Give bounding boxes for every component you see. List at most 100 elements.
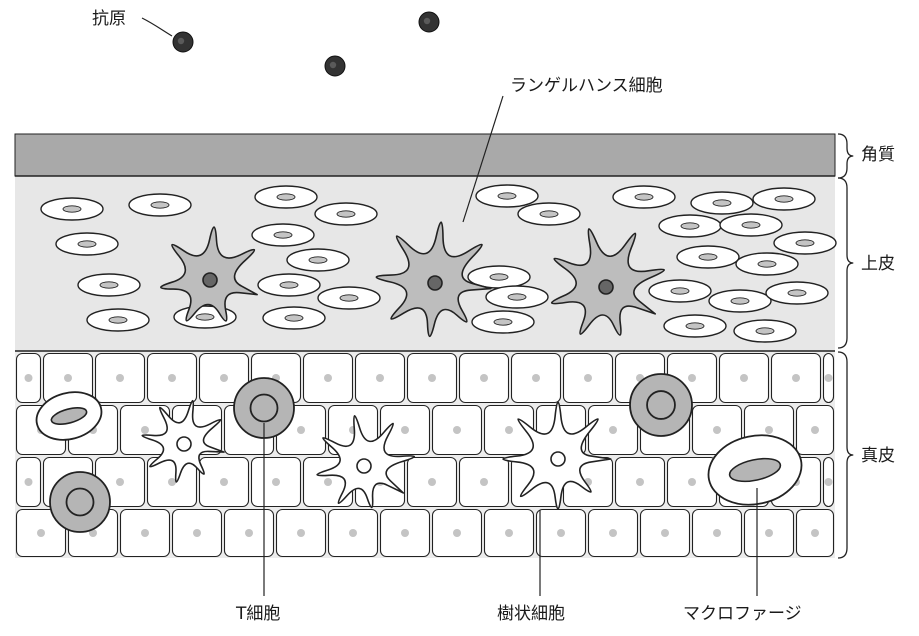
cell-nucleus	[824, 374, 833, 382]
macrophage-label: マクロファージ	[683, 604, 802, 624]
cell-nucleus	[532, 374, 540, 382]
t-cell-nucleus	[65, 487, 95, 517]
corneum-brace	[837, 133, 854, 179]
cell-nucleus	[202, 272, 218, 288]
cell-nucleus	[811, 426, 819, 434]
cell-nucleus	[713, 529, 721, 537]
cell-nucleus	[792, 374, 800, 382]
cell-nucleus	[507, 293, 527, 301]
cell-nucleus	[150, 201, 170, 209]
t-cell-nucleus	[646, 390, 676, 420]
cell-nucleus	[297, 529, 305, 537]
cell-nucleus	[505, 529, 513, 537]
cell-nucleus	[685, 322, 705, 330]
cell-nucleus	[276, 193, 296, 201]
cell-nucleus	[273, 231, 293, 239]
cell-nucleus	[339, 294, 359, 302]
macrophage-nucleus	[50, 407, 88, 425]
cell-nucleus	[713, 426, 721, 434]
cell-nucleus	[195, 313, 215, 321]
cell-nucleus	[401, 426, 409, 434]
antigen-particles	[172, 11, 440, 77]
cell-nucleus	[824, 478, 833, 486]
cell-nucleus	[480, 374, 488, 382]
layer-braces	[837, 133, 854, 559]
cell-nucleus	[480, 478, 488, 486]
cell-nucleus	[598, 279, 614, 295]
cell-nucleus	[505, 426, 513, 434]
cell-nucleus	[99, 281, 119, 289]
cell-nucleus	[308, 256, 328, 264]
leader-lines	[141, 17, 758, 596]
cell-nucleus	[550, 451, 566, 467]
cell-nucleus	[272, 478, 280, 486]
antigen-highlight	[329, 61, 337, 69]
cell-nucleus	[811, 529, 819, 537]
cell-nucleus	[168, 374, 176, 382]
antigen-leader	[141, 17, 173, 37]
cell-nucleus	[661, 529, 669, 537]
cell-nucleus	[636, 478, 644, 486]
cell-nucleus	[428, 478, 436, 486]
cell-nucleus	[245, 529, 253, 537]
cell-nucleus	[324, 478, 332, 486]
cell-nucleus	[108, 316, 128, 324]
cell-nucleus	[670, 287, 690, 295]
cell-nucleus	[584, 374, 592, 382]
cell-nucleus	[428, 374, 436, 382]
cell-nucleus	[62, 205, 82, 213]
cell-nucleus	[634, 193, 654, 201]
cell-nucleus	[376, 374, 384, 382]
t-cell-label: T細胞	[235, 604, 280, 624]
epidermis-cells	[40, 184, 837, 343]
cell-nucleus	[297, 426, 305, 434]
cell-nucleus	[77, 240, 97, 248]
stratum-corneum-label: 角質	[861, 145, 895, 165]
dermis-label: 真皮	[861, 446, 895, 466]
cell-nucleus	[284, 314, 304, 322]
cell-nucleus	[336, 210, 356, 218]
cell-nucleus	[193, 529, 201, 537]
cell-nucleus	[141, 529, 149, 537]
cell-nucleus	[557, 529, 565, 537]
cell-nucleus	[765, 426, 773, 434]
cell-nucleus	[24, 478, 33, 486]
cell-nucleus	[349, 529, 357, 537]
cell-nucleus	[497, 192, 517, 200]
cell-nucleus	[64, 374, 72, 382]
cell-nucleus	[795, 239, 815, 247]
langerhans-leader	[462, 95, 504, 223]
cell-nucleus	[116, 374, 124, 382]
cell-nucleus	[755, 327, 775, 335]
cell-nucleus	[220, 374, 228, 382]
cell-nucleus	[765, 529, 773, 537]
immune-cells	[35, 221, 803, 533]
cell-nucleus	[453, 529, 461, 537]
cell-nucleus	[176, 436, 192, 452]
cell-nucleus	[141, 426, 149, 434]
cell-nucleus	[89, 529, 97, 537]
cell-nucleus	[680, 222, 700, 230]
cell-nucleus	[24, 374, 33, 382]
cell-nucleus	[688, 478, 696, 486]
antigen-label: 抗原	[92, 9, 126, 29]
cell-nucleus	[712, 199, 732, 207]
cell-nucleus	[453, 426, 461, 434]
cell-nucleus	[489, 273, 509, 281]
cell-nucleus	[401, 529, 409, 537]
macrophage-nucleus	[728, 457, 782, 483]
antigen-highlight	[423, 17, 431, 25]
stratum-corneum-band	[14, 133, 836, 177]
cell-nucleus	[324, 374, 332, 382]
dermis-brace	[837, 351, 854, 559]
cell-nucleus	[356, 458, 372, 474]
cell-nucleus	[427, 275, 443, 291]
cell-nucleus	[220, 478, 228, 486]
cell-nucleus	[609, 529, 617, 537]
cell-nucleus	[730, 297, 750, 305]
cell-nucleus	[741, 221, 761, 229]
epidermis-brace	[837, 177, 854, 349]
cell-nucleus	[787, 289, 807, 297]
cell-nucleus	[609, 426, 617, 434]
t-cell-nucleus	[249, 393, 279, 423]
